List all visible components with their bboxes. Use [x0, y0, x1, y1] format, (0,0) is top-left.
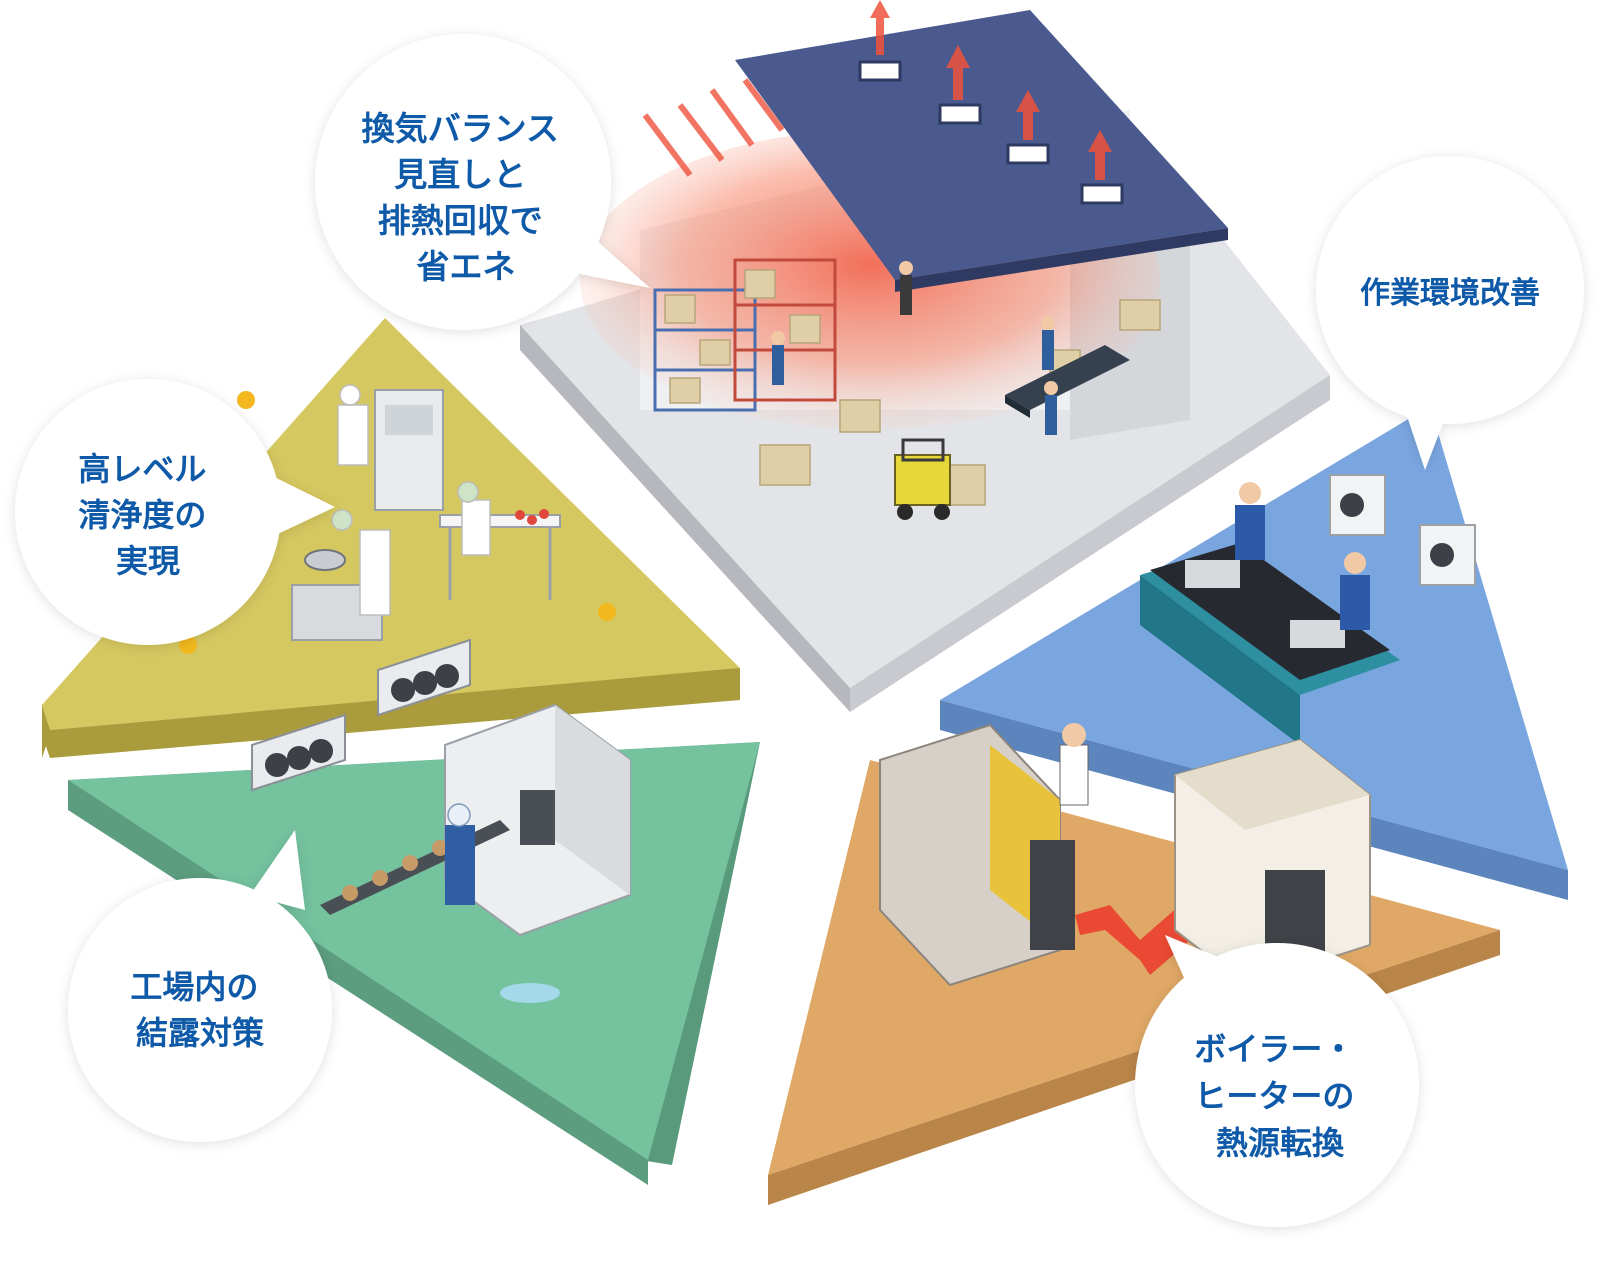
boiler-scene [879, 723, 1371, 987]
lab-scene [179, 384, 616, 792]
warehouse-conveyor [1005, 345, 1130, 418]
bubble-cleanliness-text: 高レベル 清浄度の 実現 [78, 450, 217, 580]
bubble-cleanliness [15, 379, 335, 645]
outdoor-ac-units [251, 638, 471, 792]
spot-cooler-units [1329, 474, 1476, 586]
bubble-work-env [1316, 156, 1584, 470]
bubble-heat-source [1135, 935, 1419, 1227]
bubble-heat-source-text: ボイラー・ ヒーターの 熱源転換 [1194, 1030, 1365, 1162]
zone-yellow-cleanliness [42, 318, 740, 758]
bubble-work-env-text: 作業環境改善 [1360, 276, 1540, 311]
warehouse-workers [771, 261, 1058, 435]
bubble-condensation [68, 830, 332, 1142]
roof-vents [858, 60, 1124, 205]
assembly-line-scene [1140, 474, 1476, 745]
warehouse [520, 0, 1330, 712]
bubble-condensation-text: 工場内の 結露対策 [130, 968, 269, 1052]
germ-icons [179, 391, 616, 654]
heat-exhaust-arrows [870, 0, 1112, 180]
forklift [894, 438, 951, 520]
bubble-ventilation-text: 換気バランス 見直しと 排熱回収で 省エネ [362, 109, 571, 286]
heat-pump-unit [1174, 738, 1371, 987]
packaging-machine-scene [320, 703, 631, 1003]
heat-inflow-arrows [642, 78, 785, 177]
storage-racks [653, 258, 837, 412]
bubble-ventilation [315, 34, 650, 330]
